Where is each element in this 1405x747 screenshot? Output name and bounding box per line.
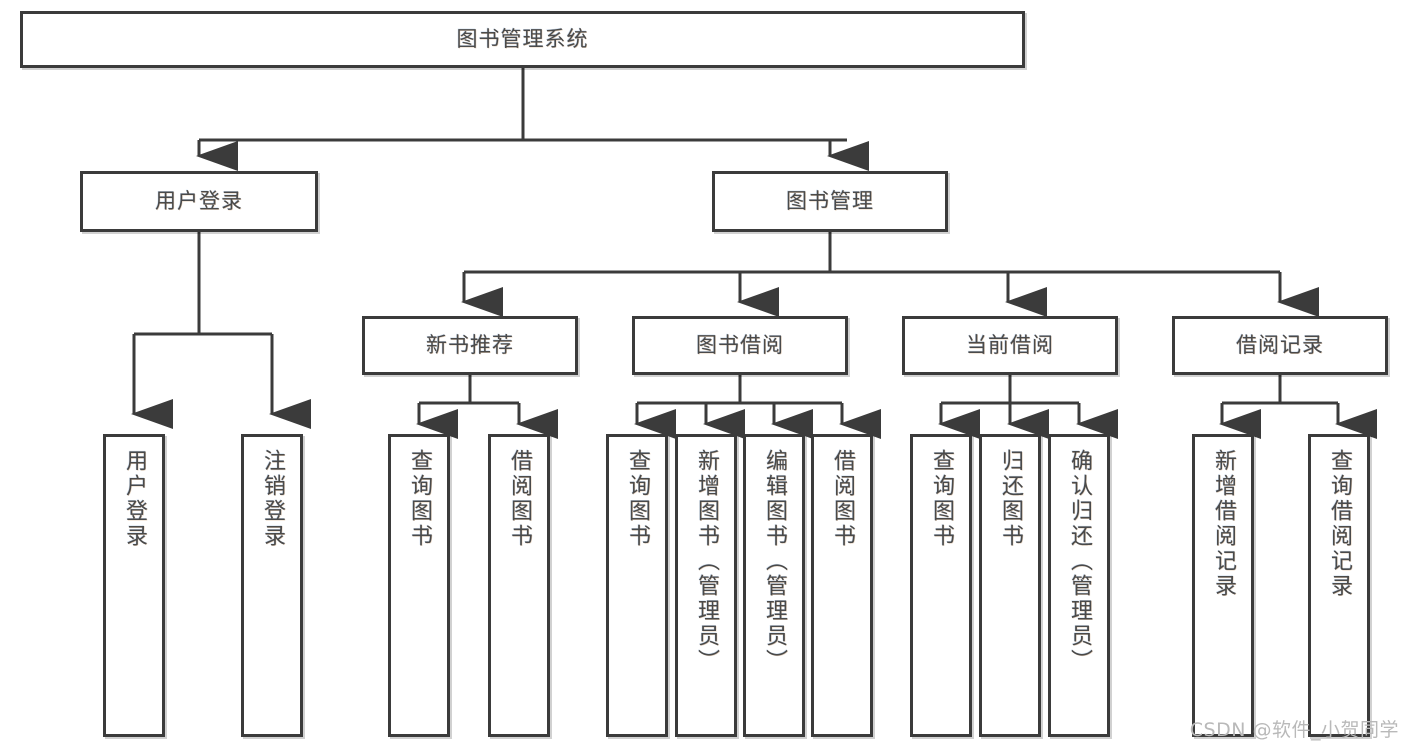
node-label: 用户登录: [155, 189, 243, 214]
leaf-user-login-logout[interactable]: 注销登录: [241, 434, 303, 737]
node-current-borrow[interactable]: 当前借阅: [902, 316, 1118, 375]
leaf-user-login-login[interactable]: 用户登录: [103, 434, 165, 737]
node-new-book-recommend[interactable]: 新书推荐: [362, 316, 578, 375]
leaf-borrow-query-book[interactable]: 查询图书: [606, 434, 668, 737]
node-root-system[interactable]: 图书管理系统: [20, 11, 1025, 68]
node-label: 新书推荐: [426, 333, 514, 358]
leaf-records-query-record[interactable]: 查询借阅记录: [1308, 434, 1370, 737]
leaf-borrow-add-book-admin[interactable]: 新增图书（管理员）: [675, 434, 737, 737]
node-label: 借阅记录: [1236, 333, 1324, 358]
node-book-management[interactable]: 图书管理: [712, 171, 948, 232]
leaf-recommend-query-book[interactable]: 查询图书: [388, 434, 450, 737]
node-user-login[interactable]: 用户登录: [80, 171, 318, 232]
node-book-borrow[interactable]: 图书借阅: [632, 316, 848, 375]
node-label: 新增图书（管理员）: [694, 449, 719, 674]
node-label: 注销登录: [260, 449, 285, 549]
node-label: 图书管理系统: [456, 27, 589, 52]
node-label: 借阅图书: [507, 449, 532, 549]
leaf-recommend-borrow-book[interactable]: 借阅图书: [488, 434, 550, 737]
node-label: 用户登录: [122, 449, 147, 549]
leaf-records-add-record[interactable]: 新增借阅记录: [1192, 434, 1254, 737]
node-label: 新增借阅记录: [1211, 449, 1236, 599]
leaf-current-query-book[interactable]: 查询图书: [910, 434, 972, 737]
node-label: 查询图书: [625, 449, 650, 549]
node-label: 图书管理: [786, 189, 874, 214]
node-label: 确认归还（管理员）: [1067, 449, 1092, 674]
node-label: 图书借阅: [696, 333, 784, 358]
node-label: 归还图书: [998, 449, 1023, 549]
node-label: 查询图书: [407, 449, 432, 549]
node-label: 编辑图书（管理员）: [762, 449, 787, 674]
node-label: 当前借阅: [966, 333, 1054, 358]
leaf-borrow-edit-book-admin[interactable]: 编辑图书（管理员）: [743, 434, 805, 737]
leaf-current-confirm-return-admin[interactable]: 确认归还（管理员）: [1048, 434, 1110, 737]
node-label: 借阅图书: [830, 449, 855, 549]
leaf-borrow-borrow-book[interactable]: 借阅图书: [811, 434, 873, 737]
leaf-current-return-book[interactable]: 归还图书: [979, 434, 1041, 737]
node-label: 查询图书: [929, 449, 954, 549]
watermark: CSDN @软件_小贺同学: [1189, 719, 1399, 741]
node-borrow-records[interactable]: 借阅记录: [1172, 316, 1388, 375]
node-label: 查询借阅记录: [1327, 449, 1352, 599]
